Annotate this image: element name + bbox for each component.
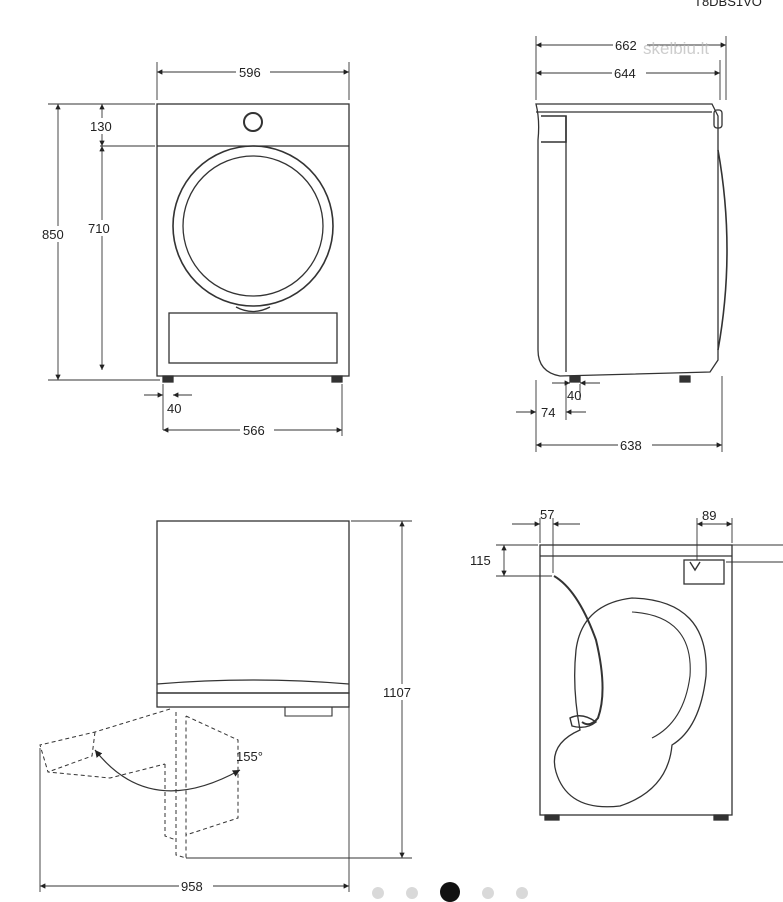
side-door-profile: [717, 149, 728, 351]
carousel-dot-4[interactable]: [482, 887, 494, 899]
back-cover-outline: [553, 597, 707, 808]
front-plinth-panel: [168, 312, 338, 364]
side-knob: [713, 109, 723, 129]
dim-side-depth-total: 662: [615, 38, 637, 53]
front-dim-labels: 596 850 130 710 40 566: [40, 64, 274, 438]
front-foot-left: [162, 375, 174, 383]
door-open-view: [39, 520, 350, 859]
side-dim-labels: 662 644 40 74 638: [541, 37, 652, 453]
side-view: [535, 103, 728, 383]
back-hose: [553, 575, 604, 726]
door-handle: [235, 306, 271, 313]
back-inlet-box: [683, 559, 725, 585]
swing-arc: [94, 749, 241, 792]
back-dimensions: [496, 518, 783, 577]
carousel-dot-2[interactable]: [406, 887, 418, 899]
dim-side-foot-offset: 40: [567, 388, 581, 403]
program-knob: [243, 112, 263, 132]
back-dim-labels: 57 115 89: [470, 507, 716, 568]
front-foot-right: [331, 375, 343, 383]
top-plinth-detail: [284, 707, 333, 717]
model-label: T8DBS1VO: [694, 0, 762, 9]
dim-side-base-depth: 638: [620, 438, 642, 453]
dim-front-top-panel: 130: [90, 119, 112, 134]
back-body: [539, 544, 733, 816]
dim-door-width-open: 958: [181, 879, 203, 894]
top-body: [156, 520, 350, 694]
dim-front-height-total: 850: [42, 227, 64, 242]
watermark-text: skelbiu.lt: [643, 39, 709, 58]
dim-door-height-open: 1107: [383, 685, 411, 700]
carousel-dots: [372, 882, 550, 902]
dim-back-inlet-offset: 89: [702, 508, 716, 523]
dim-front-base-width: 566: [243, 423, 265, 438]
door-open-dim-labels: 1107 155° 958: [179, 684, 422, 894]
dim-back-hose-y: 115: [470, 553, 491, 568]
carousel-dot-1[interactable]: [372, 887, 384, 899]
dim-back-hose-x: 57: [540, 507, 554, 522]
dim-door-angle: 155°: [236, 749, 263, 764]
dim-front-door-section: 710: [88, 221, 110, 236]
dim-front-foot-inset: 40: [167, 401, 181, 416]
front-body: [156, 103, 350, 377]
front-view: [156, 103, 350, 383]
door-inner-ring: [182, 155, 324, 297]
carousel-dot-3[interactable]: [440, 882, 460, 902]
side-body: [535, 103, 719, 377]
back-view: [539, 544, 733, 821]
carousel-dot-5[interactable]: [516, 887, 528, 899]
dim-side-depth-body: 644: [614, 66, 636, 81]
dim-side-front-offset: 74: [541, 405, 555, 420]
dim-front-width: 596: [239, 65, 261, 80]
door-outer-ring: [172, 145, 334, 307]
